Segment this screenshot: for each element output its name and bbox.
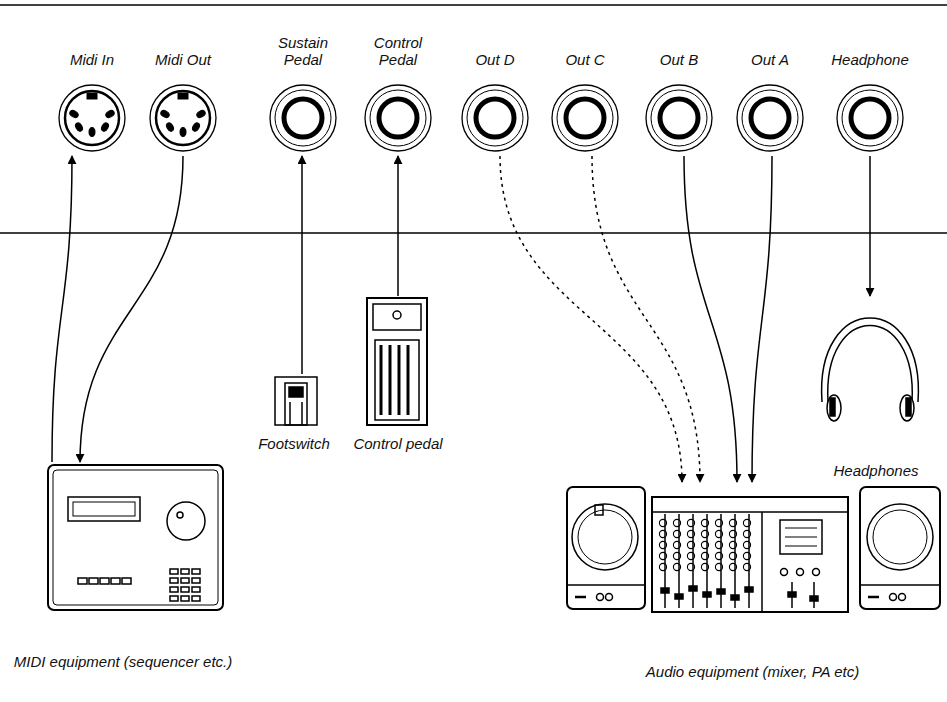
socket-label: Midi In: [48, 51, 136, 68]
cable-connector: [684, 156, 737, 482]
expression-pedal: [367, 298, 427, 425]
socket-label: Footswitch: [238, 435, 350, 452]
footswitch-pedal: [275, 377, 317, 425]
socket-label: Control Pedal: [353, 34, 443, 68]
cable-connector: [397, 156, 399, 296]
panel-socket: Out B: [634, 8, 724, 156]
socket-label: Out D: [473, 51, 516, 68]
device-label: Audio equipment (mixer, PA etc): [644, 663, 861, 680]
socket-label: Out C: [540, 51, 630, 68]
panel-socket: Midi In: [48, 8, 136, 156]
socket-label: Out A: [725, 51, 815, 68]
socket-label: Headphones: [810, 462, 942, 479]
socket-label: Control Pedal: [360, 34, 436, 68]
panel-socket: Midi Out: [139, 8, 227, 156]
panel-socket: Out D: [450, 8, 540, 156]
cable-connector: [301, 156, 303, 374]
socket-label: Audio equipment (mixer, PA etc): [560, 663, 945, 680]
panel-socket: Control Pedal: [353, 8, 443, 156]
socket-label: MIDI equipment (sequencer etc.): [3, 653, 243, 670]
device-label: Footswitch: [256, 435, 332, 452]
jack-socket: [270, 85, 903, 151]
device-label: Headphones: [831, 462, 920, 479]
socket-label: Headphone: [829, 51, 911, 68]
headphones-drawing: [822, 318, 919, 421]
socket-label: Sustain Pedal: [258, 34, 348, 68]
socket-label: Control pedal: [342, 435, 454, 452]
cable-connector: [592, 156, 700, 482]
device: MIDI equipment (sequencer etc.): [3, 462, 243, 672]
din-socket: [150, 85, 216, 151]
cable-connector: [52, 156, 72, 462]
socket-label: Out D: [450, 51, 540, 68]
device-label: Control pedal: [351, 435, 444, 452]
device: Footswitch: [238, 374, 350, 454]
panel-socket: Sustain Pedal: [258, 8, 348, 156]
socket-label: Midi Out: [153, 51, 213, 68]
cable-connector: [500, 156, 682, 482]
device: Audio equipment (mixer, PA etc): [560, 482, 945, 682]
sequencer-unit: [48, 465, 223, 610]
cable-connector: [80, 156, 183, 462]
socket-label: Midi In: [68, 51, 116, 68]
panel-socket: Out A: [725, 8, 815, 156]
device: Control pedal: [342, 296, 454, 454]
socket-label: Sustain Pedal: [265, 34, 341, 68]
cable-connector: [869, 156, 871, 296]
socket-label: Midi Out: [139, 51, 227, 68]
cable-connector: [752, 156, 772, 482]
device-label: MIDI equipment (sequencer etc.): [12, 653, 234, 670]
panel-socket: Headphone: [825, 8, 915, 156]
panel-socket: Out C: [540, 8, 630, 156]
socket-label: Out A: [749, 51, 791, 68]
socket-label: Headphone: [825, 51, 915, 68]
socket-label: Out C: [563, 51, 606, 68]
device: Headphones: [810, 296, 942, 481]
socket-label: Out B: [634, 51, 724, 68]
din-socket: [59, 85, 125, 151]
socket-label: Out B: [658, 51, 700, 68]
mixer-pa-drawing: [567, 487, 940, 612]
